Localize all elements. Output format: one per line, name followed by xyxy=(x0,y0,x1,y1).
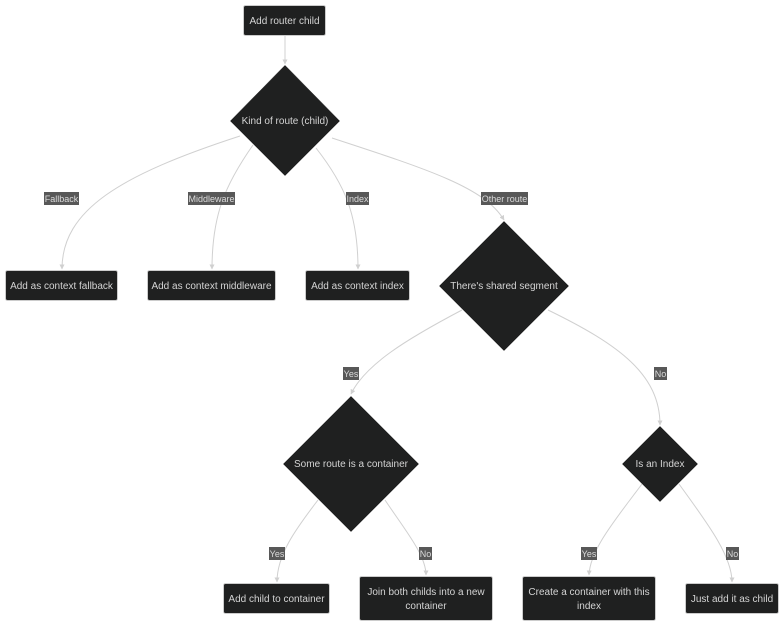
edge-shared-to-container xyxy=(350,309,463,395)
edge-kind-to-fallback xyxy=(59,135,241,270)
node-create-container-index: Create a container with this index xyxy=(522,576,656,621)
edge-label-container-yes: Yes xyxy=(269,547,285,560)
node-add-context-index: Add as context index xyxy=(305,270,410,301)
edge-shared-to-index xyxy=(547,309,663,426)
node-add-context-middleware-label: Add as context middleware xyxy=(151,281,272,292)
node-add-context-index-label: Add as context index xyxy=(311,281,404,292)
edge-label-shared-yes: Yes xyxy=(343,367,359,380)
node-add-child-container-label: Add child to container xyxy=(228,594,325,605)
node-join-childs: Join both childs into a new container xyxy=(359,576,493,621)
svg-text:Middleware: Middleware xyxy=(188,194,234,204)
edge-label-fallback: Fallback xyxy=(44,192,79,205)
node-create-container-index-label-line2: index xyxy=(577,601,601,612)
edge-index-to-just-add xyxy=(678,483,735,583)
nodes: Add router child Kind of route (child) A… xyxy=(5,5,779,621)
edge-label-container-no: No xyxy=(419,547,432,560)
svg-text:Yes: Yes xyxy=(582,549,597,559)
edge-kind-to-shared xyxy=(331,137,505,221)
edge-container-to-add-child xyxy=(274,499,319,583)
node-is-an-index-label: Is an Index xyxy=(636,459,685,470)
svg-text:Index: Index xyxy=(346,194,369,204)
node-add-context-middleware: Add as context middleware xyxy=(147,270,276,301)
node-just-add-child-label: Just add it as child xyxy=(691,594,773,605)
edge-label-middleware: Middleware xyxy=(188,192,235,205)
svg-text:Fallback: Fallback xyxy=(45,194,79,204)
svg-text:No: No xyxy=(420,549,432,559)
edge-label-index: Index xyxy=(346,192,369,205)
node-add-router-child-label: Add router child xyxy=(249,16,319,27)
edges xyxy=(59,36,735,583)
edge-label-other-route: Other route xyxy=(481,192,528,205)
node-is-an-index: Is an Index xyxy=(621,425,699,503)
edge-label-index-no: No xyxy=(726,547,739,560)
edge-labels: Fallback Middleware Index Other route Ye… xyxy=(44,192,739,560)
node-kind-of-route-label: Kind of route (child) xyxy=(242,116,329,127)
node-route-is-container-label: Some route is a container xyxy=(294,459,409,470)
node-just-add-child: Just add it as child xyxy=(685,583,779,614)
edge-label-shared-no: No xyxy=(654,367,667,380)
edge-label-index-yes: Yes xyxy=(581,547,597,560)
node-join-childs-label-line1: Join both childs into a new xyxy=(367,587,485,598)
svg-text:Yes: Yes xyxy=(344,369,359,379)
edge-kind-to-middleware xyxy=(209,144,254,270)
svg-text:Yes: Yes xyxy=(270,549,285,559)
edge-kind-to-index xyxy=(315,147,361,270)
node-route-is-container: Some route is a container xyxy=(282,395,420,533)
edge-index-to-create xyxy=(586,483,643,576)
node-add-child-container: Add child to container xyxy=(223,583,330,614)
edge-container-to-join xyxy=(384,499,429,576)
node-add-context-fallback: Add as context fallback xyxy=(5,270,118,301)
node-kind-of-route: Kind of route (child) xyxy=(229,64,341,177)
node-create-container-index-label-line1: Create a container with this xyxy=(528,587,649,598)
svg-text:Other route: Other route xyxy=(482,194,528,204)
node-shared-segment: There's shared segment xyxy=(438,220,570,352)
node-shared-segment-label: There's shared segment xyxy=(450,281,558,292)
svg-text:No: No xyxy=(727,549,739,559)
svg-text:No: No xyxy=(655,369,667,379)
node-add-router-child: Add router child xyxy=(243,5,326,36)
node-join-childs-label-line2: container xyxy=(405,601,447,612)
node-add-context-fallback-label: Add as context fallback xyxy=(10,281,114,292)
